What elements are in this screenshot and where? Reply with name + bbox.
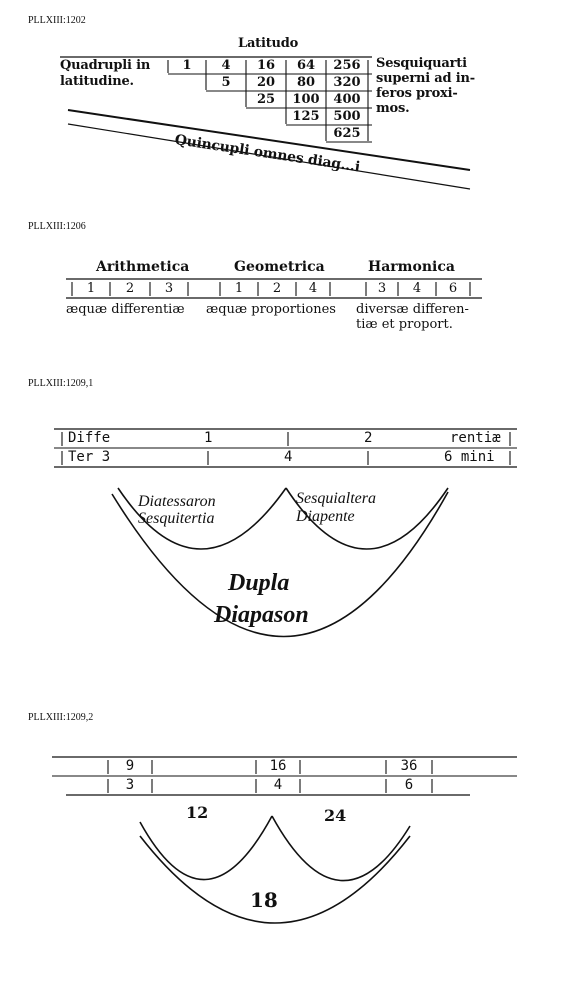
fig1-cell: 64 xyxy=(296,58,316,73)
fig2-foot-harm-2: tiæ et proport. xyxy=(356,317,453,332)
fig1-cell: 20 xyxy=(256,75,276,90)
caption-fig2: PLLXIII:1206 xyxy=(28,221,86,232)
fig3-big-arc-label-2: Diapason xyxy=(214,602,309,628)
fig3-row1-end: rentiæ xyxy=(450,430,501,446)
fig2-header-arithmetica: Arithmetica xyxy=(96,259,190,275)
fig1-cell: 400 xyxy=(333,92,361,107)
fig3-row1-value-2: 2 xyxy=(364,430,373,446)
fig3-row2-end: 6 mini xyxy=(444,449,495,465)
fig1-left-label-2: latitudine. xyxy=(60,74,134,89)
fig3-row2-value-1: 4 xyxy=(284,449,293,465)
fig3-big-arc-label-1: Dupla xyxy=(228,570,290,596)
fig3-row1-label: Diffe xyxy=(68,430,111,446)
fig1-cell: 5 xyxy=(221,75,231,90)
fig4-row1-cell: 9 xyxy=(125,758,135,774)
fig1-cell: 625 xyxy=(333,126,361,141)
fig1-right-label-3: feros proxi- xyxy=(376,86,458,101)
fig3-left-arc-label-1: Diatessaron xyxy=(138,493,216,510)
fig4-row1-cell: 36 xyxy=(400,758,418,774)
fig4-row1-cell: 16 xyxy=(269,758,287,774)
fig2-header-harmonica: Harmonica xyxy=(368,259,455,275)
fig2-arith-value: 1 xyxy=(86,281,96,296)
fig4-big-arc-label: 18 xyxy=(250,888,278,912)
fig4-left-arc-label: 12 xyxy=(186,803,209,822)
caption-fig4: PLLXIII:1209,2 xyxy=(28,712,94,723)
fig2-harm-value: 6 xyxy=(448,281,458,296)
fig1-title: Latitudo xyxy=(238,36,299,51)
fig4-right-arc-label: 24 xyxy=(324,806,347,825)
fig1-left-label-1: Quadrupli in xyxy=(60,58,151,73)
fig1-right-label-1: Sesquiquarti xyxy=(376,56,467,71)
fig2-header-geometrica: Geometrica xyxy=(234,259,325,275)
fig1-cell: 80 xyxy=(296,75,316,90)
caption-fig3: PLLXIII:1209,1 xyxy=(28,378,94,389)
fig1-cell: 125 xyxy=(292,109,320,124)
fig1-cell: 100 xyxy=(292,92,320,107)
fig1-cell: 25 xyxy=(256,92,276,107)
fig4-row2-cell: 3 xyxy=(125,777,135,793)
fig1-cell: 320 xyxy=(333,75,361,90)
fig2-harm-value: 4 xyxy=(412,281,422,296)
fig2-arith-value: 2 xyxy=(125,281,135,296)
fig3-row1-value-1: 1 xyxy=(204,430,213,446)
fig2-geom-value: 1 xyxy=(234,281,244,296)
fig4-row2-cell: 4 xyxy=(273,777,283,793)
fig3-row2-label: Ter 3 xyxy=(68,449,111,465)
fig4-row2-cell: 6 xyxy=(404,777,414,793)
fig1-cell: 500 xyxy=(333,109,361,124)
fig1-cell: 256 xyxy=(333,58,361,73)
caption-fig1: PLLXIII:1202 xyxy=(28,15,86,26)
fig3-left-arc-label-2: Sesquitertia xyxy=(138,510,215,527)
fig3-right-arc-label-2: Diapente xyxy=(296,508,355,525)
fig2-geom-value: 2 xyxy=(272,281,282,296)
fig1-right-label-2: superni ad in- xyxy=(376,71,475,86)
fig2-geom-value: 4 xyxy=(308,281,318,296)
fig2-harm-value: 3 xyxy=(377,281,387,296)
fig1-cell: 4 xyxy=(221,58,231,73)
fig2-foot-harm-1: diversæ differen- xyxy=(356,302,469,317)
fig2-foot-geom: æquæ proportiones xyxy=(206,302,336,317)
fig2-arith-value: 3 xyxy=(164,281,174,296)
fig1-right-label-4: mos. xyxy=(376,101,410,116)
fig1-cell: 1 xyxy=(182,58,192,73)
fig3-right-arc-label-1: Sesquialtera xyxy=(296,490,376,507)
fig2-foot-arith: æquæ differentiæ xyxy=(66,302,185,317)
fig1-cell: 16 xyxy=(256,58,276,73)
